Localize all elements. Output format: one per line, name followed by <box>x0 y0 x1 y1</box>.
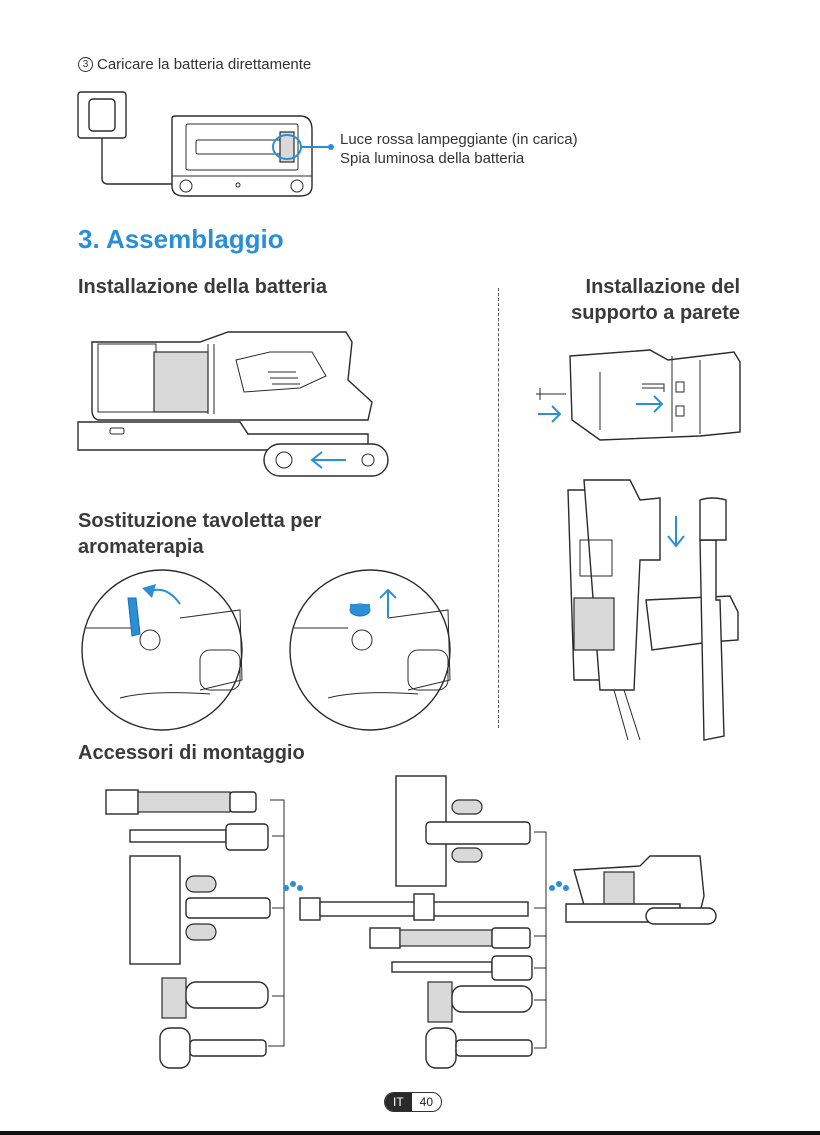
accessories-diagram <box>0 0 820 1080</box>
language-code: IT <box>385 1093 412 1111</box>
bottom-rule <box>0 1131 820 1135</box>
page-number: 40 <box>412 1093 441 1111</box>
page-number-badge: IT 40 <box>384 1092 442 1112</box>
